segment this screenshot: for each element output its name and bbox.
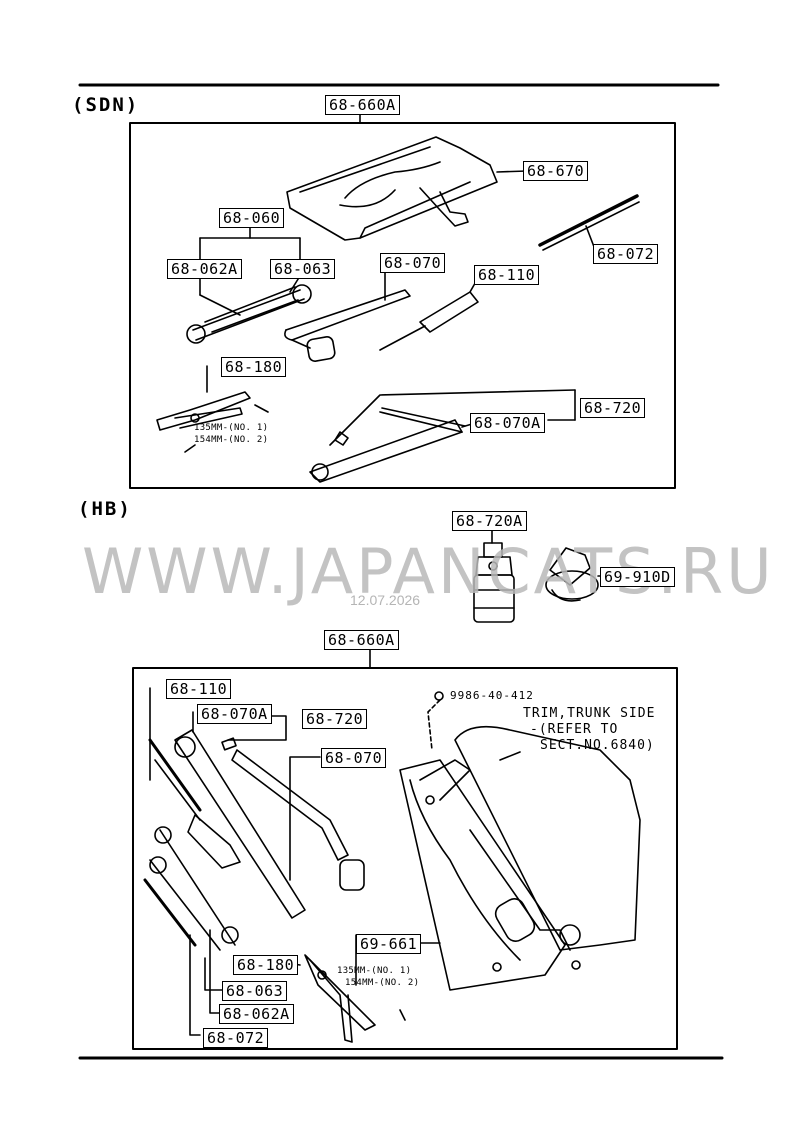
hb-wrenches-drawing xyxy=(143,826,239,951)
label-sdn-screwdriver[interactable]: 68-110 xyxy=(474,265,540,285)
label-sdn-wrench-set[interactable]: 68-060 xyxy=(219,208,285,228)
hb-frame xyxy=(132,667,678,1050)
label-sdn-jack[interactable]: 68-720 xyxy=(580,398,646,418)
sdn-frame xyxy=(129,122,676,489)
label-hb-jack[interactable]: 68-720 xyxy=(302,709,368,729)
label-sdn-wrench-a[interactable]: 68-062A xyxy=(167,259,242,279)
hb-trim-line-1: TRIM,TRUNK SIDE xyxy=(523,706,656,721)
label-hb-tool-bag[interactable]: 68-660A xyxy=(324,630,399,650)
hb-pliers-drawing xyxy=(304,954,376,1043)
label-hb-bar[interactable]: 68-072 xyxy=(203,1028,269,1048)
label-hb-jack-handle[interactable]: 68-070A xyxy=(197,704,272,724)
label-hb-lug-wrench[interactable]: 68-070 xyxy=(321,748,387,768)
label-sdn-lug-wrench[interactable]: 68-070 xyxy=(380,253,446,273)
label-sdn-wrench-b[interactable]: 68-063 xyxy=(270,259,336,279)
label-sdn-bar[interactable]: 68-072 xyxy=(593,244,659,264)
section-title-sdn: (SDN) xyxy=(72,94,140,116)
label-sdn-pliers[interactable]: 68-180 xyxy=(221,357,287,377)
sdn-pliers-size-2: 154MM-(NO. 2) xyxy=(194,435,269,445)
hb-trim-drawing xyxy=(399,725,641,991)
hb-bolt-icon xyxy=(434,691,444,701)
hb-trim-line-2: -(REFER TO xyxy=(530,722,619,737)
label-hb-tray[interactable]: 69-661 xyxy=(356,934,422,954)
sdn-pliers-size-1: 135MM-(NO. 1) xyxy=(194,423,269,433)
sdn-pliers-drawing xyxy=(156,365,269,453)
watermark-date: 12.07.2026 xyxy=(350,592,421,608)
hb-lug-wrench-drawing xyxy=(231,749,365,891)
sdn-lug-wrench-drawing xyxy=(284,271,411,362)
label-hb-wrench-a[interactable]: 68-062A xyxy=(219,1004,294,1024)
hb-jack-handle-drawing xyxy=(174,729,306,919)
label-sdn-jack-handle[interactable]: 68-070A xyxy=(470,413,545,433)
label-hb-holder[interactable]: 69-910D xyxy=(600,567,675,587)
label-sdn-tool-bag[interactable]: 68-660A xyxy=(325,95,400,115)
label-sdn-bag[interactable]: 68-670 xyxy=(523,161,589,181)
sdn-screwdriver-drawing xyxy=(379,265,481,351)
label-hb-wrench-b[interactable]: 68-063 xyxy=(222,981,288,1001)
label-hb-jack[interactable]: 68-720A xyxy=(452,511,527,531)
sdn-tool-bag-drawing xyxy=(286,136,528,241)
hb-bolt-leader xyxy=(427,699,441,751)
hb-pliers-size-2: 154MM-(NO. 2) xyxy=(345,978,420,988)
hb-jack-drawing xyxy=(473,529,515,623)
hb-bolt-number: 9986-40-412 xyxy=(450,689,534,702)
hb-pliers-size-1: 135MM-(NO. 1) xyxy=(337,966,412,976)
section-title-hb: (HB) xyxy=(78,498,132,520)
hb-screwdriver-drawing xyxy=(148,738,241,869)
label-hb-screwdriver[interactable]: 68-110 xyxy=(166,679,232,699)
hb-trim-leader xyxy=(499,751,521,761)
sdn-jack-drawing xyxy=(309,389,576,483)
hb-trim-line-3: SECT.NO.6840) xyxy=(540,738,655,753)
label-hb-pliers[interactable]: 68-180 xyxy=(233,955,299,975)
sdn-wrench-drawing xyxy=(186,284,312,344)
